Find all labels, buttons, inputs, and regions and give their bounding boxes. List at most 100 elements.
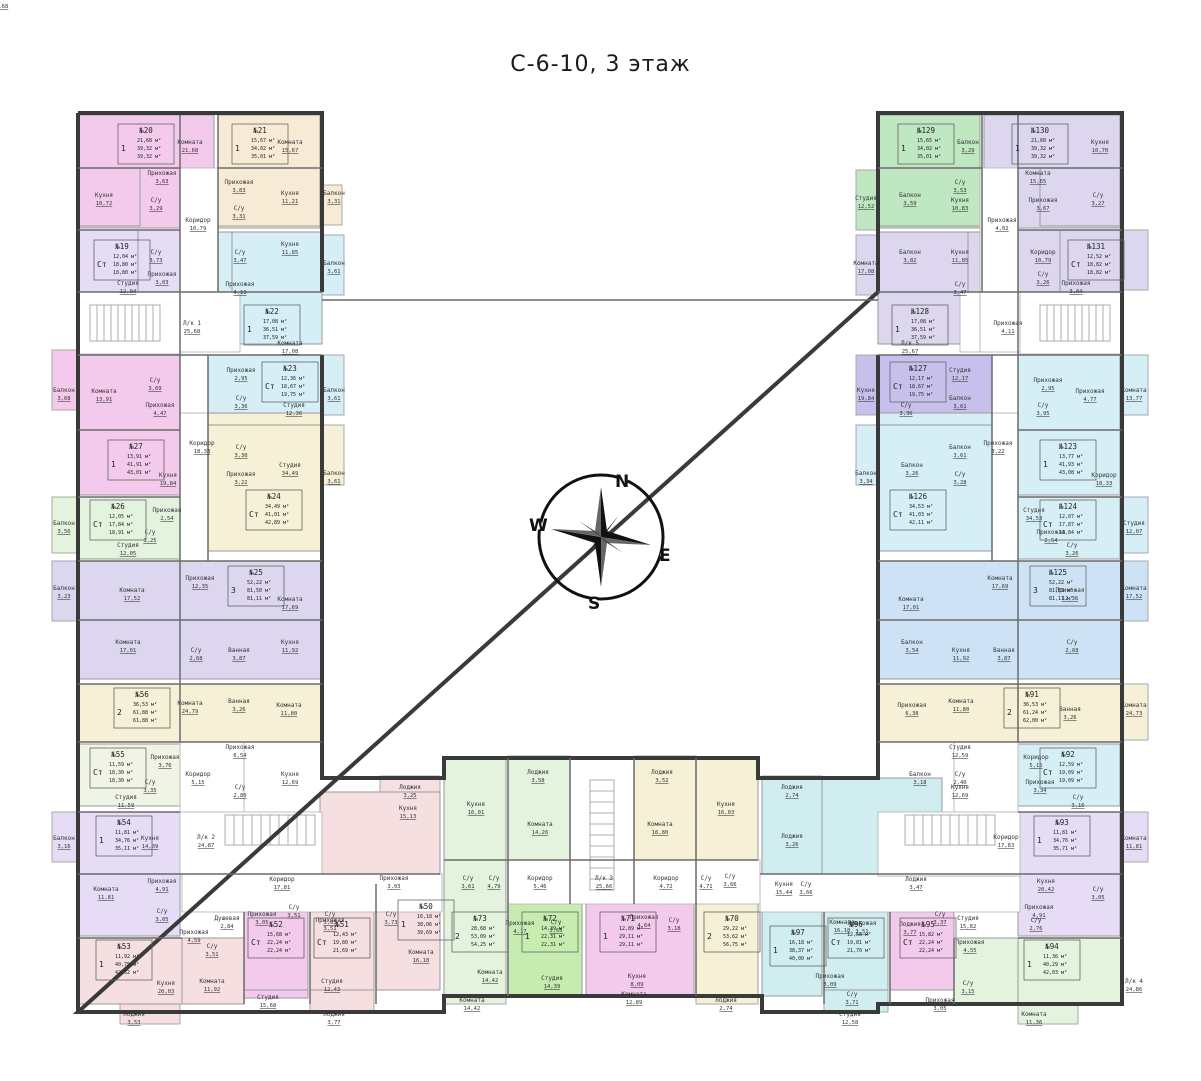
apartment-area: 15,67 м²: [251, 138, 275, 144]
apartment-28[interactable]: [1017, 496, 1121, 560]
room-name: Балкон: [901, 462, 923, 469]
room-name: Студия: [949, 744, 971, 751]
room-name: Коридор: [1091, 472, 1117, 479]
room-name: Студия: [957, 915, 979, 922]
room-area: 2,74: [719, 1006, 733, 1012]
apartment-type: 1: [235, 144, 240, 153]
room-area: 12,05: [120, 551, 137, 557]
room-area: 4,79: [487, 884, 500, 890]
room-area: 17,83: [998, 843, 1015, 849]
room-name: Коридор: [269, 876, 295, 883]
room-name: Кухня: [159, 472, 177, 479]
room-labels-layer: Комната21,68Кухня10,72Прихожая3,63С/у3,2…: [0, 0, 1147, 1026]
apartment-21[interactable]: [823, 911, 889, 991]
room-area: 3,71: [845, 1000, 858, 1006]
apartment-area: 11,36 м²: [1043, 954, 1067, 960]
apartment-29[interactable]: [877, 424, 993, 552]
apartment-area: 40,75 м²: [115, 962, 139, 968]
room-name: Студия: [1023, 507, 1045, 514]
apartment-type: 1: [1037, 836, 1042, 845]
apartment-type: 1: [895, 325, 900, 334]
apartment-number: №92: [1060, 750, 1075, 759]
room-name: Кухня: [281, 190, 299, 197]
room-area: 25,67: [902, 349, 919, 355]
apartment-25[interactable]: [1017, 743, 1121, 807]
apartment-type: Ст: [893, 510, 903, 519]
apartment-12[interactable]: [77, 937, 183, 1005]
room-area: 12,69: [952, 793, 969, 799]
room-area: 11,92: [282, 648, 299, 654]
room-name: Кухня: [95, 192, 113, 199]
room-name: Прихожая: [1062, 280, 1091, 287]
room-name: Прихожая: [226, 281, 255, 288]
apartment-number: №95: [920, 920, 935, 929]
compass-rose: N E S W: [529, 472, 671, 614]
apartment-type: 1: [247, 325, 252, 334]
room-area: 3,61: [327, 479, 340, 485]
apartment-22[interactable]: [889, 911, 955, 991]
apartment-area: 53,62 м²: [723, 934, 747, 940]
balcony-22: [1121, 354, 1149, 416]
room-name: С/у: [1038, 271, 1049, 278]
room-name: С/у: [1038, 402, 1049, 409]
balcony-9: [309, 989, 375, 1013]
room-area: 14,09: [142, 844, 159, 850]
room-name: Комната: [0, 0, 13, 2]
room-area: 3,77: [903, 930, 916, 936]
room-area: 3,61: [953, 404, 966, 410]
room-name: С/у: [1093, 192, 1104, 199]
apartment-number: №128: [910, 307, 930, 316]
apartment-31[interactable]: [877, 354, 993, 414]
plan-title: С-6-10, 3 этаж: [510, 52, 691, 77]
apartment-3[interactable]: [231, 231, 323, 345]
apartment-room-block-0: [77, 167, 141, 227]
room-area: 3,23: [57, 594, 70, 600]
apartment-area: 81,50 м²: [247, 588, 271, 594]
apartment-area: 38,37 м²: [789, 948, 813, 954]
room-area: 3,73: [384, 920, 397, 926]
apartment-area: 41,91 м²: [127, 462, 151, 468]
room-name: Коридор: [185, 771, 211, 778]
apartment-6[interactable]: [207, 424, 323, 552]
room-area: 5,15: [191, 780, 204, 786]
room-area: 3,03: [387, 884, 400, 890]
room-area: 3,26: [1065, 551, 1078, 557]
room-68: С/у3,05: [323, 911, 336, 926]
room-name: Балкон: [323, 387, 345, 394]
apartment-10[interactable]: [77, 743, 181, 807]
room-13: С/у3,47: [233, 249, 246, 264]
apartment-number: №27: [128, 442, 143, 451]
apartment-32[interactable]: [877, 231, 969, 345]
room-area: 3,76: [158, 763, 171, 769]
room-name: Комната: [277, 139, 303, 146]
apartment-23[interactable]: [1017, 937, 1123, 1005]
room-area: 3,05: [933, 1006, 946, 1012]
apartment-18[interactable]: [585, 903, 695, 997]
room-area: 3,30: [234, 453, 247, 459]
room-name: Лоджия: [781, 784, 803, 791]
room-area: 2,40: [953, 780, 966, 786]
apartment-area: 18,91 м²: [109, 530, 133, 536]
room-area: 24,73: [1126, 711, 1143, 717]
apartment-area: 12,04 м²: [113, 254, 137, 260]
